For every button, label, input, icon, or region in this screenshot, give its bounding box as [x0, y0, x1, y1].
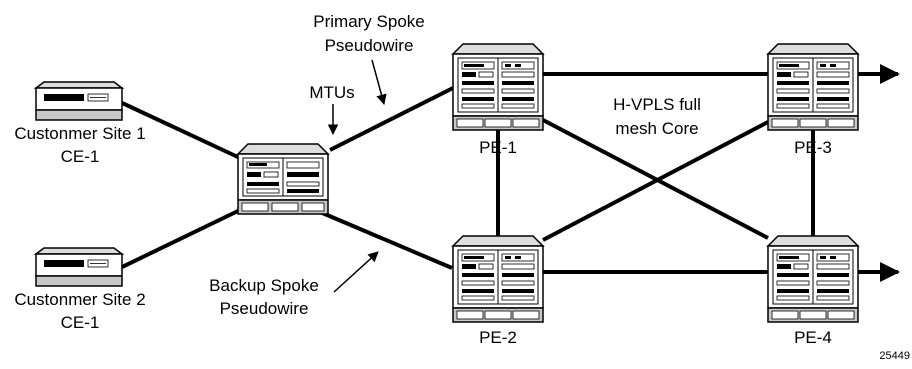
backup-pseudowire-label: Pseudowire	[220, 299, 309, 318]
primary-pseudowire-label: Pseudowire	[325, 36, 414, 55]
pe2-label: PE-2	[479, 328, 517, 347]
hvpls-label-line2: mesh Core	[615, 119, 698, 138]
pe3-label: PE-3	[794, 138, 832, 157]
ce-device-site2	[35, 247, 123, 287]
pe2-router	[452, 235, 544, 323]
hvpls-label-line1: H-VPLS full	[613, 95, 701, 114]
pe3-router	[767, 43, 859, 131]
mtu-switch	[237, 143, 329, 215]
pe4-label: PE-4	[794, 328, 832, 347]
pe4-router	[767, 235, 859, 323]
pe1-label: PE-1	[479, 138, 517, 157]
site1-ce-label: CE-1	[61, 147, 100, 166]
ce-device-site1	[35, 81, 123, 121]
site2-ce-label: CE-1	[61, 313, 100, 332]
site1-name-label: Custonmer Site 1	[14, 124, 145, 143]
backup-spoke-label: Backup Spoke	[209, 276, 319, 295]
link-ce1-mtu	[119, 100, 241, 160]
mtus-label: MTUs	[309, 83, 354, 102]
links	[119, 64, 900, 282]
backup-spoke-arrow	[333, 251, 379, 293]
primary-spoke-label: Primary Spoke	[313, 12, 424, 31]
link-mtu-pe1-primary	[329, 86, 454, 152]
pe1-router	[452, 43, 544, 131]
figure-id: 25449	[879, 350, 910, 362]
link-pe2-pe3	[542, 120, 769, 242]
primary-spoke-arrow	[371, 59, 387, 106]
link-mtu-pe2-backup	[319, 210, 453, 270]
site2-name-label: Custonmer Site 2	[14, 290, 145, 309]
link-ce2-mtu	[119, 208, 241, 270]
